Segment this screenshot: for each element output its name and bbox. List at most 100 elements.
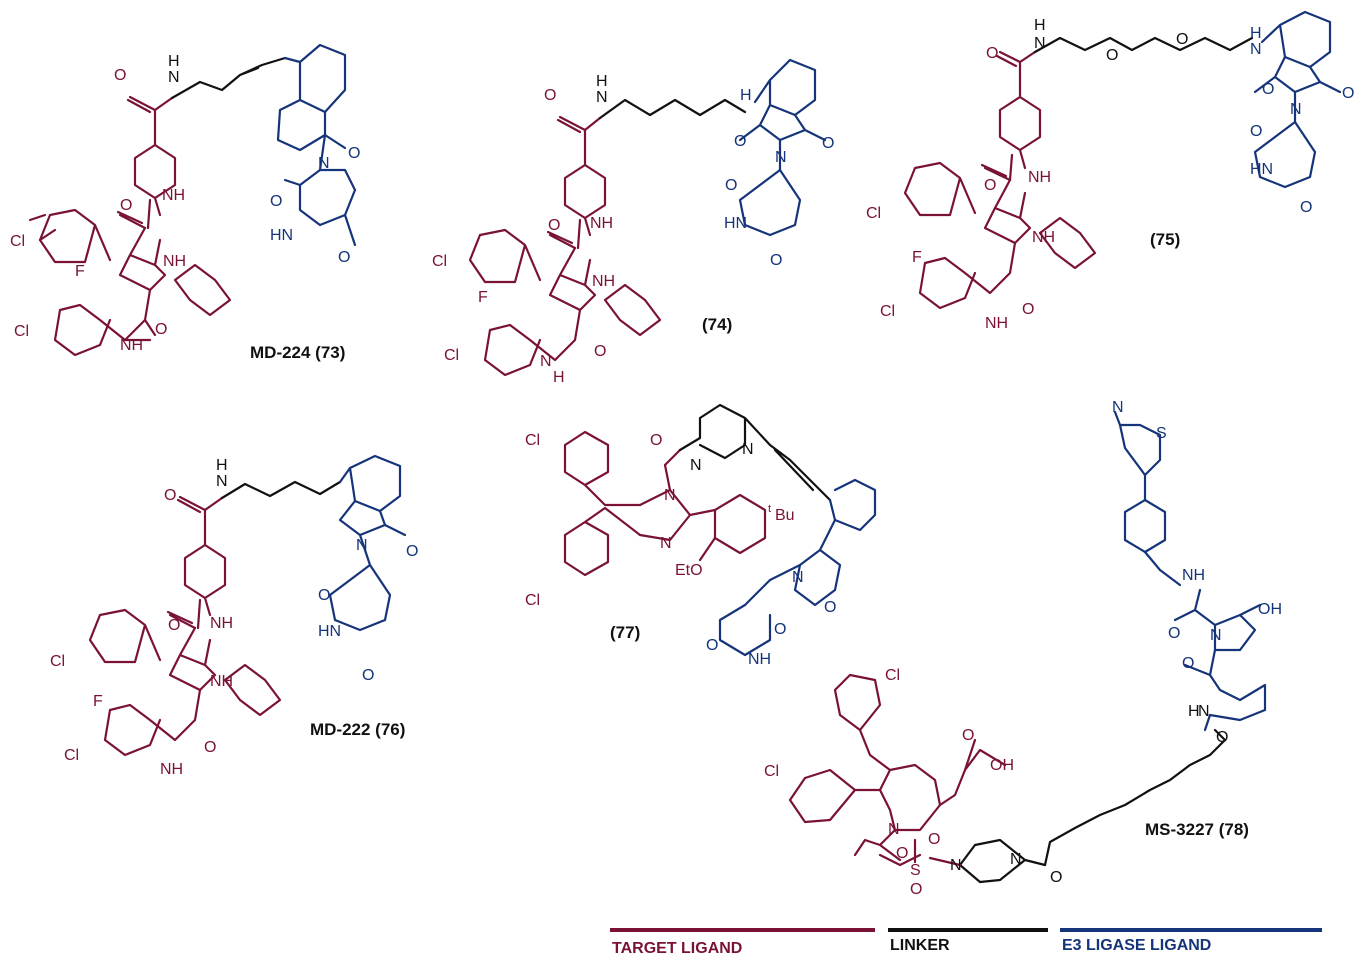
atom-o: O xyxy=(548,217,560,234)
atom-n: N xyxy=(690,457,702,474)
atom-hn: HN xyxy=(318,623,341,640)
atom-n: N xyxy=(216,473,228,490)
atom-cl: Cl xyxy=(10,233,25,250)
atom-nh: NH xyxy=(1028,169,1051,186)
atom-s: S xyxy=(910,862,921,879)
compound-label-77: (77) xyxy=(610,623,640,642)
atom-o: O xyxy=(155,321,167,338)
atom-hn: HN xyxy=(1250,161,1273,178)
atom-o: O xyxy=(1050,869,1062,886)
atom-o: O xyxy=(986,45,998,62)
atom-o: O xyxy=(1342,85,1354,102)
atom-o: O xyxy=(734,133,746,150)
atom-n: N xyxy=(1210,627,1222,644)
atom-nh: NH xyxy=(592,273,615,290)
compound-label-73: MD-224 (73) xyxy=(250,343,345,362)
atom-o: O xyxy=(594,343,606,360)
atom-n: N xyxy=(775,149,787,166)
compound-label-78: MS-3227 (78) xyxy=(1145,820,1249,839)
atom-n: N xyxy=(318,155,330,172)
compound-label-76: MD-222 (76) xyxy=(310,720,405,739)
atom-nh: NH xyxy=(162,187,185,204)
atom-cl: Cl xyxy=(880,303,895,320)
atom-nh: NH xyxy=(210,673,233,690)
atom-h: H xyxy=(553,369,565,386)
atom-s: S xyxy=(1156,425,1167,442)
atom-h: H xyxy=(1188,703,1200,720)
compound-label-75: (75) xyxy=(1150,230,1180,249)
atom-tbu: Bu xyxy=(775,507,795,524)
atom-n: N xyxy=(660,535,672,552)
atom-n: N xyxy=(792,569,804,586)
atom-nh: NH xyxy=(163,253,186,270)
structure-ms3227: N S NH OH N O O H N O Cl Cl OH O N O S O… xyxy=(764,399,1282,898)
atom-h: H xyxy=(1250,25,1262,42)
atom-o: O xyxy=(1106,47,1118,64)
atom-nh: NH xyxy=(210,615,233,632)
atom-o: O xyxy=(1022,301,1034,318)
atom-o: O xyxy=(896,845,908,862)
atom-nh: NH xyxy=(120,337,143,354)
atom-o: O xyxy=(1176,31,1188,48)
atom-o: O xyxy=(1182,655,1194,672)
atom-nh: NH xyxy=(160,761,183,778)
atom-o: O xyxy=(706,637,718,654)
atom-o: O xyxy=(774,621,786,638)
structure-md224: O H N NH O Cl F NH Cl O NH O N O HN O MD… xyxy=(10,43,360,362)
atom-f: F xyxy=(478,289,488,306)
atom-n: N xyxy=(1250,41,1262,58)
atom-n: N xyxy=(1198,703,1210,720)
atom-f: F xyxy=(912,249,922,266)
atom-o: O xyxy=(1262,81,1274,98)
atom-nh: NH xyxy=(1182,567,1205,584)
atom-cl: Cl xyxy=(866,205,881,222)
atom-o: O xyxy=(204,739,216,756)
atom-eto: EtO xyxy=(675,562,703,579)
atom-cl: Cl xyxy=(50,653,65,670)
atom-nh: NH xyxy=(748,651,771,668)
atom-o: O xyxy=(544,87,556,104)
atom-o: O xyxy=(168,617,180,634)
atom-o: O xyxy=(650,432,662,449)
structure-md222: O H N O N O HN O NH O Cl F NH Cl O NH MD… xyxy=(50,454,418,778)
atom-h: H xyxy=(596,73,608,90)
atom-h: H xyxy=(216,457,228,474)
compound-label-74: (74) xyxy=(702,315,732,334)
atom-hn: HN xyxy=(724,215,747,232)
atom-cl: Cl xyxy=(764,763,779,780)
atom-cl: Cl xyxy=(885,667,900,684)
atom-nh: NH xyxy=(1032,229,1055,246)
atom-cl: Cl xyxy=(64,747,79,764)
atom-n: N xyxy=(1112,399,1124,416)
atom-o: O xyxy=(406,543,418,560)
atom-n: N xyxy=(742,441,754,458)
atom-n: N xyxy=(950,857,962,874)
atom-n: N xyxy=(1010,851,1022,868)
atom-n: N xyxy=(664,487,676,504)
atom-o: O xyxy=(338,249,350,266)
atom-nh: NH xyxy=(985,315,1008,332)
atom-o: O xyxy=(962,727,974,744)
structure-74: H N O H O N O O HN O NH O Cl F NH Cl O N… xyxy=(432,58,834,386)
atom-o: O xyxy=(824,599,836,616)
atom-h: H xyxy=(1034,17,1046,34)
atom-cl: Cl xyxy=(432,253,447,270)
atom-t: t xyxy=(768,503,771,515)
atom-n: N xyxy=(356,537,368,554)
atom-nh: NH xyxy=(590,215,613,232)
atom-o: O xyxy=(725,177,737,194)
atom-cl: Cl xyxy=(525,432,540,449)
atom-o: O xyxy=(928,831,940,848)
atom-n: N xyxy=(888,821,900,838)
legend-label-e3: E3 LIGASE LIGAND xyxy=(1062,937,1211,954)
atom-cl: Cl xyxy=(14,323,29,340)
atom-hn: HN xyxy=(270,227,293,244)
atom-cl: Cl xyxy=(525,592,540,609)
atom-oh: OH xyxy=(1258,601,1282,618)
atom-o: O xyxy=(348,145,360,162)
atom-o: O xyxy=(1250,123,1262,140)
atom-o: O xyxy=(1168,625,1180,642)
atom-o: O xyxy=(910,881,922,898)
atom-n: N xyxy=(540,353,552,370)
